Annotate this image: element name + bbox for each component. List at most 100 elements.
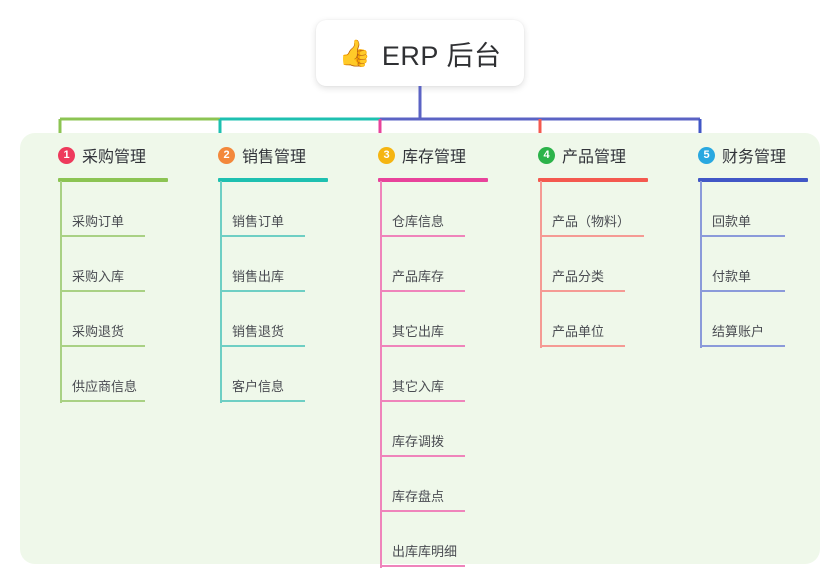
list-item-rule: [700, 290, 785, 292]
branch-badge-3: 3: [378, 146, 395, 164]
list-item[interactable]: 供应商信息: [60, 347, 192, 402]
list-item-rule: [540, 235, 644, 237]
list-item-label: 客户信息: [232, 379, 285, 394]
list-item[interactable]: 仓库信息: [380, 182, 512, 237]
list-item-label: 产品单位: [552, 324, 605, 339]
branch-header-2[interactable]: 2 销售管理: [200, 143, 350, 167]
branch-title-3: 库存管理: [402, 149, 467, 166]
branch-rule-5: [698, 178, 808, 182]
list-item-rule: [220, 290, 305, 292]
list-item-rule: [700, 235, 785, 237]
branch-header-4[interactable]: 4 产品管理: [520, 143, 670, 167]
list-item[interactable]: 库存调拨: [380, 402, 512, 457]
list-item-rule: [220, 235, 305, 237]
list-item[interactable]: 销售退货: [220, 292, 352, 347]
list-item-rule: [60, 290, 145, 292]
list-item-rule: [700, 345, 785, 347]
list-item-label: 产品（物料）: [552, 214, 631, 229]
branch-spine-5: [700, 181, 702, 348]
branch-rule-3: [378, 178, 488, 182]
list-item[interactable]: 付款单: [700, 237, 832, 292]
list-item[interactable]: 产品单位: [540, 292, 672, 347]
list-item[interactable]: 其它出库: [380, 292, 512, 347]
list-item-label: 结算账户: [712, 324, 765, 339]
branch-header-1[interactable]: 1 采购管理: [40, 143, 190, 167]
branch-rule-4: [538, 178, 648, 182]
branch-column-3: 3 库存管理仓库信息产品库存其它出库其它入库库存调拨库存盘点出库库明细: [360, 143, 510, 568]
root-node[interactable]: 👍 ERP 后台: [316, 20, 524, 86]
branch-badge-4: 4: [538, 146, 555, 164]
list-item-rule: [60, 235, 145, 237]
list-item[interactable]: 出库库明细: [380, 512, 512, 567]
branch-column-2: 2 销售管理销售订单销售出库销售退货客户信息: [200, 143, 350, 403]
list-item-rule: [380, 455, 465, 457]
list-item-rule: [380, 400, 465, 402]
list-item-label: 仓库信息: [392, 214, 445, 229]
list-item-rule: [380, 345, 465, 347]
branch-items-4: 产品（物料） 产品分类产品单位: [540, 182, 672, 347]
list-item-label: 库存盘点: [392, 489, 445, 504]
branch-rule-1: [58, 178, 168, 182]
branches-panel: [20, 133, 820, 564]
list-item-label: 销售订单: [232, 214, 285, 229]
list-item-label: 产品分类: [552, 269, 605, 284]
branch-items-1: 采购订单采购入库采购退货供应商信息: [60, 182, 192, 402]
list-item-rule: [60, 345, 145, 347]
list-item-label: 销售出库: [232, 269, 285, 284]
branch-title-2: 销售管理: [242, 149, 307, 166]
branch-spine-2: [220, 181, 222, 403]
branch-title-1: 采购管理: [82, 149, 147, 166]
branch-column-5: 5 财务管理回款单付款单结算账户: [680, 143, 830, 348]
branch-spine-1: [60, 181, 62, 403]
list-item-label: 供应商信息: [72, 379, 138, 394]
branch-spine-4: [540, 181, 542, 348]
list-item-rule: [540, 345, 625, 347]
branch-title-5: 财务管理: [722, 149, 787, 166]
list-item[interactable]: 销售订单: [220, 182, 352, 237]
list-item[interactable]: 采购退货: [60, 292, 192, 347]
root-node-label: ERP 后台: [381, 40, 502, 71]
list-item-label: 采购订单: [72, 214, 125, 229]
list-item[interactable]: 回款单: [700, 182, 832, 237]
list-item-rule: [380, 565, 465, 567]
list-item[interactable]: 库存盘点: [380, 457, 512, 512]
list-item-label: 销售退货: [232, 324, 285, 339]
list-item[interactable]: 结算账户: [700, 292, 832, 347]
list-item[interactable]: 销售出库: [220, 237, 352, 292]
branch-header-5[interactable]: 5 财务管理: [680, 143, 830, 167]
list-item[interactable]: 采购订单: [60, 182, 192, 237]
list-item-label: 采购退货: [72, 324, 125, 339]
branch-title-4: 产品管理: [562, 149, 627, 166]
list-item-label: 其它出库: [392, 324, 445, 339]
list-item-label: 付款单: [712, 269, 752, 284]
list-item[interactable]: 产品（物料）: [540, 182, 672, 237]
branch-badge-2: 2: [218, 146, 235, 164]
list-item-rule: [540, 290, 625, 292]
branch-column-1: 1 采购管理采购订单采购入库采购退货供应商信息: [40, 143, 190, 403]
branch-badge-1: 1: [58, 146, 75, 164]
list-item-rule: [220, 345, 305, 347]
list-item[interactable]: 产品库存: [380, 237, 512, 292]
list-item[interactable]: 其它入库: [380, 347, 512, 402]
branch-header-3[interactable]: 3 库存管理: [360, 143, 510, 167]
branch-column-4: 4 产品管理产品（物料） 产品分类产品单位: [520, 143, 670, 348]
list-item-rule: [220, 400, 305, 402]
list-item[interactable]: 产品分类: [540, 237, 672, 292]
branch-items-2: 销售订单销售出库销售退货客户信息: [220, 182, 352, 402]
branch-spine-3: [380, 181, 382, 568]
branch-items-5: 回款单付款单结算账户: [700, 182, 832, 347]
list-item-rule: [380, 235, 465, 237]
list-item-label: 出库库明细: [392, 544, 458, 559]
thumbs-up-icon: 👍: [338, 38, 371, 68]
list-item-label: 库存调拨: [392, 434, 445, 449]
list-item[interactable]: 客户信息: [220, 347, 352, 402]
list-item-rule: [60, 400, 145, 402]
list-item-rule: [380, 290, 465, 292]
list-item-label: 产品库存: [392, 269, 445, 284]
list-item[interactable]: 采购入库: [60, 237, 192, 292]
list-item-label: 回款单: [712, 214, 752, 229]
branch-badge-5: 5: [698, 146, 715, 164]
list-item-label: 其它入库: [392, 379, 445, 394]
list-item-rule: [380, 510, 465, 512]
branch-rule-2: [218, 178, 328, 182]
